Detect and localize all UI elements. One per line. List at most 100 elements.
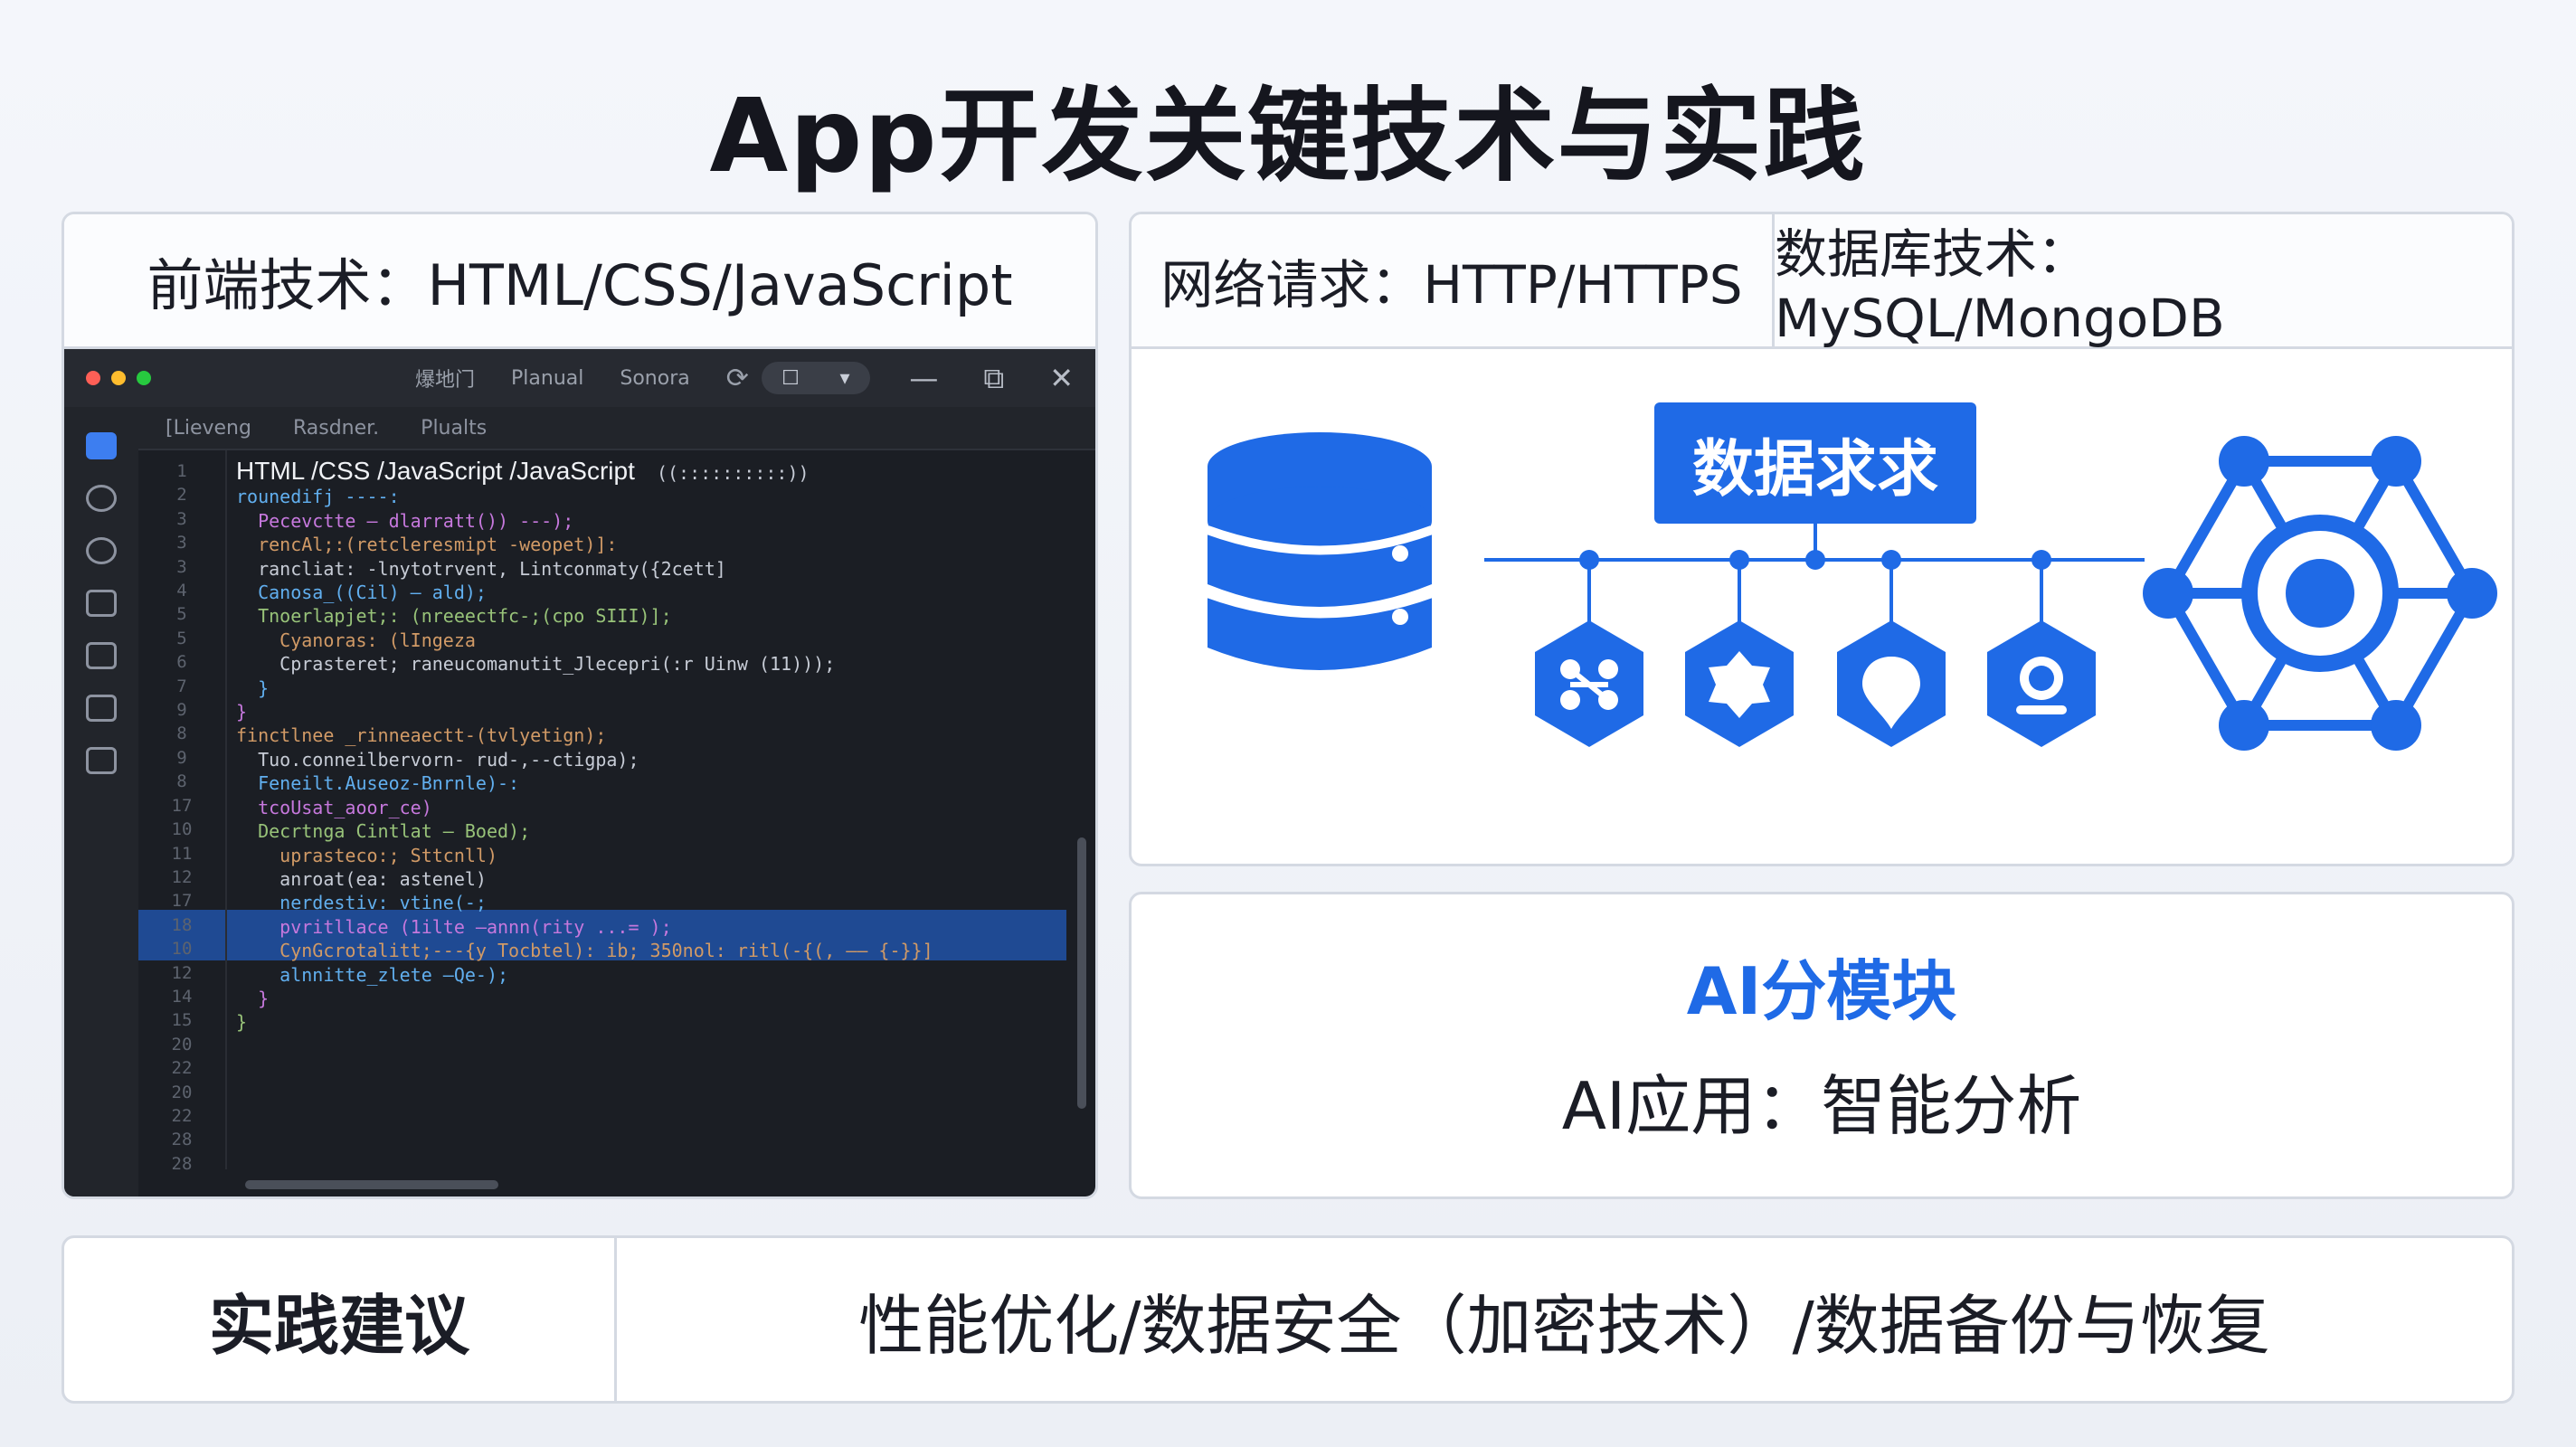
badge-hex-icon xyxy=(1685,620,1794,747)
line-number: 15 xyxy=(171,1010,193,1031)
frontend-panel: 前端技术：HTML/CSS/JavaScript 爆地门 Planual Son… xyxy=(62,212,1098,1199)
code-line: finctlnee _rinneaectt-(tvlyetign); xyxy=(236,724,607,747)
view-toggle[interactable]: ☐ ▾ xyxy=(761,362,870,394)
close-dot-icon[interactable] xyxy=(86,371,100,385)
line-number: 10 xyxy=(171,939,193,960)
network-heading: 网络请求：HTTP/HTTPS xyxy=(1132,214,1775,346)
line-number: 10 xyxy=(171,819,193,840)
tab[interactable]: [Lieveng xyxy=(166,416,251,440)
code-line: tcoUsat_aoor_ce) xyxy=(236,796,432,818)
code-line: uprasteco:; Sttcnll) xyxy=(236,844,497,866)
home-icon[interactable] xyxy=(86,432,117,459)
network-hub-icon xyxy=(2143,436,2497,751)
code-line: Decrtnga Cintlat — Boed); xyxy=(236,820,531,843)
line-number: 3 xyxy=(176,556,187,577)
code-line: } xyxy=(236,987,270,1009)
practice-label: 实践建议 xyxy=(64,1238,617,1401)
line-number: 12 xyxy=(171,866,193,887)
code-line: Cprasteret; raneucomanutit_Jlecepri(:r U… xyxy=(236,653,836,676)
ai-module-title: AI分模块 xyxy=(1686,953,1957,1029)
database-heading: 数据库技术：MySQL/MongoDB xyxy=(1775,223,2225,349)
code-line: alnnitte_zlete —Qe-); xyxy=(236,963,509,986)
code-area[interactable]: HTML /CSS /JavaScript /JavaScript ((::::… xyxy=(236,450,1068,1169)
line-number: 22 xyxy=(171,1058,193,1079)
user-hex-icon xyxy=(1987,620,2096,747)
ai-application-text: AI应用：智能分析 xyxy=(1561,1068,2082,1144)
window-restore-icon[interactable]: ⧉ xyxy=(983,360,1005,395)
line-number: 12 xyxy=(171,962,193,983)
practice-panel: 实践建议 性能优化/数据安全（加密技术）/数据备份与恢复 xyxy=(62,1235,2514,1404)
line-number: 6 xyxy=(176,652,187,673)
line-number: 5 xyxy=(176,604,187,625)
connector-nodes xyxy=(1579,550,2051,570)
line-number: 9 xyxy=(176,747,187,768)
search-icon[interactable] xyxy=(86,485,117,512)
line-number: 8 xyxy=(176,771,187,792)
line-number: 28 xyxy=(171,1130,193,1150)
code-line: } xyxy=(236,1011,248,1034)
toolbar-item[interactable]: Sonora xyxy=(620,366,690,390)
line-number: 22 xyxy=(171,1105,193,1126)
database-icon xyxy=(1206,432,1434,681)
refresh-icon[interactable]: ⟳ xyxy=(725,362,749,394)
code-line: } xyxy=(236,676,270,699)
toolbar-item[interactable]: Planual xyxy=(511,366,584,390)
minimize-dot-icon[interactable] xyxy=(111,371,126,385)
editor-tabs: [Lieveng Rasdner. Plualts xyxy=(138,407,1095,450)
vertical-scrollbar[interactable] xyxy=(1077,837,1086,1109)
location-hex-icon xyxy=(1837,620,1946,747)
toolbar-item[interactable]: 爆地门 xyxy=(415,369,476,392)
line-number: 14 xyxy=(171,986,193,1007)
code-line: rounedifj ----: xyxy=(236,486,400,508)
ai-module-panel: AI分模块 AI应用：智能分析 xyxy=(1129,892,2514,1199)
code-editor-window[interactable]: 爆地门 Planual Sonora ⟳ ☐ ▾ — ⧉ ✕ xyxy=(64,349,1095,1196)
line-number: 17 xyxy=(171,891,193,912)
zoom-dot-icon[interactable] xyxy=(137,371,151,385)
code-line: anroat(ea: astenel) xyxy=(236,867,487,890)
code-line: rencAl;:(retcleresmipt -weopet)]: xyxy=(236,534,618,556)
code-line: Pecevctte — dlarratt()) ---); xyxy=(236,509,574,532)
line-number: 20 xyxy=(171,1082,193,1102)
settings-icon[interactable] xyxy=(86,537,117,564)
line-number: 3 xyxy=(176,508,187,529)
tab[interactable]: Plualts xyxy=(421,416,488,440)
code-line: Feneilt.Auseoz-Bnrnle)-: xyxy=(236,772,520,795)
line-number: 8 xyxy=(176,724,187,744)
page-title: App开发关键技术与实践 xyxy=(709,78,1867,195)
extensions-icon[interactable] xyxy=(86,695,117,722)
network-database-panel: 网络请求：HTTP/HTTPS 数据库技术：MySQL/MongoDB xyxy=(1129,212,2514,866)
line-number: 5 xyxy=(176,628,187,648)
code-line: rancliat: -lnytotrvent, Lintconmaty({2ce… xyxy=(236,557,726,580)
line-number: 17 xyxy=(171,795,193,816)
share-hex-icon xyxy=(1535,620,1643,747)
code-line: Canosa_((Cil) — ald); xyxy=(236,582,487,604)
code-line: pvritllace (1ilte —annn(rity ...= ); xyxy=(236,915,672,938)
data-request-label: 数据求求 xyxy=(1654,402,1976,524)
line-number: 20 xyxy=(171,1034,193,1055)
chevron-down-icon: ▾ xyxy=(839,366,850,390)
inbox-icon[interactable] xyxy=(86,642,117,669)
line-number: 28 xyxy=(171,1153,193,1174)
connector-lines xyxy=(1484,524,2145,625)
line-number: 4 xyxy=(176,581,187,601)
code-line: Tnoerlapjet;: (nreeectfc-;(cpo SIII)]; xyxy=(236,605,672,628)
line-number: 7 xyxy=(176,676,187,696)
tab[interactable]: Rasdner. xyxy=(292,416,380,440)
horizontal-scrollbar[interactable] xyxy=(245,1180,498,1189)
code-first-line: HTML /CSS /JavaScript /JavaScript xyxy=(236,457,635,485)
frontend-heading: 前端技术：HTML/CSS/JavaScript xyxy=(64,214,1095,349)
window-minimize-icon[interactable]: — xyxy=(909,360,939,395)
document-icon[interactable] xyxy=(86,590,117,617)
line-number: 9 xyxy=(176,700,187,721)
line-number: 1 xyxy=(176,461,187,481)
window-close-icon[interactable]: ✕ xyxy=(1049,360,1074,395)
terminal-icon[interactable] xyxy=(86,747,117,774)
line-number: 18 xyxy=(171,914,193,935)
code-first-line-suffix: ((::::::::::)) xyxy=(634,462,810,484)
line-number: 11 xyxy=(171,843,193,864)
line-number: 3 xyxy=(176,533,187,553)
code-line: nerdestiv: vtine(-; xyxy=(236,892,487,914)
code-line: Tuo.conneilbervorn- rud-,--ctigpa); xyxy=(236,748,639,771)
code-line: CynGcrotalitt;---{y Tocbtel): ib; 350nol… xyxy=(236,940,933,962)
editor-title-bar: 爆地门 Planual Sonora ⟳ ☐ ▾ — ⧉ ✕ xyxy=(64,349,1095,407)
